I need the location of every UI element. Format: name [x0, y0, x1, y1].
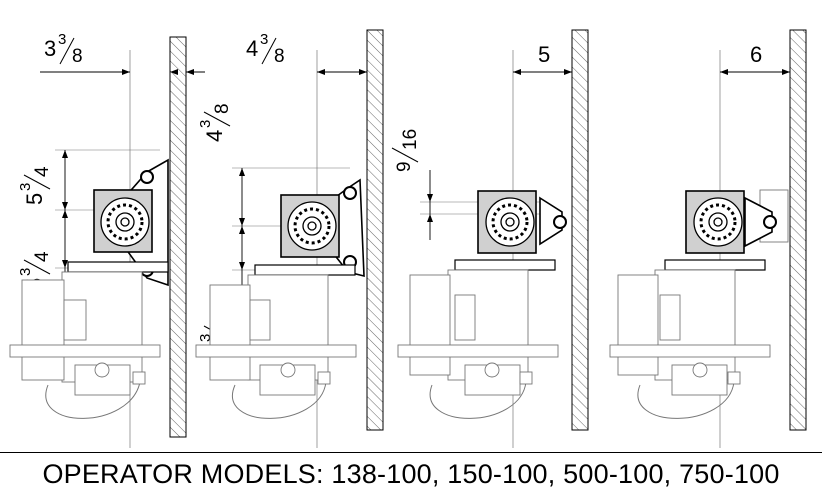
operator-mounting-diagram: 3 3 8 5 3 4 5 3 4 — [9, 29, 807, 448]
dim-numerator: 3 — [58, 31, 66, 48]
dim-denominator: 8 — [274, 46, 285, 67]
dim-denominator: 4 — [32, 166, 53, 177]
mounting-bracket — [744, 196, 773, 248]
dim-wall-offset: 5 — [538, 42, 550, 67]
wall — [789, 29, 807, 431]
mounting-bracket — [539, 196, 563, 246]
dim-whole: 3 — [44, 36, 56, 61]
dim-whole: 5 — [22, 193, 47, 205]
dim-denominator: 8 — [212, 103, 233, 114]
dim-numerator: 3 — [197, 334, 214, 342]
dim-numerator: 3 — [17, 268, 34, 276]
wall — [571, 29, 589, 431]
wall — [366, 29, 384, 431]
figure-1: 3 3 8 5 3 4 5 3 4 — [9, 31, 205, 448]
dim-denominator: 16 — [400, 129, 421, 150]
dim-denominator: 4 — [32, 251, 53, 262]
dim-height-upper: 5 3 4 — [17, 166, 53, 205]
figure-2: 4 3 8 4 3 8 4 3 8 — [195, 29, 384, 448]
caption-bar: OPERATOR MODELS: 138-100, 150-100, 500-1… — [0, 452, 822, 496]
dim-numerator: 3 — [197, 120, 214, 128]
dim-height-upper: 9 16 — [391, 129, 421, 172]
dim-numerator: 3 — [17, 183, 34, 191]
dim-whole: 4 — [246, 36, 258, 61]
operator-models-caption: OPERATOR MODELS: 138-100, 150-100, 500-1… — [42, 459, 780, 489]
dim-wall-offset: 3 3 8 — [44, 31, 83, 67]
wall — [169, 36, 187, 438]
dim-numerator: 9 — [394, 161, 415, 172]
dim-wall-offset: 4 3 8 — [246, 31, 285, 67]
figure-4: 6 — [609, 29, 807, 448]
dim-whole: 4 — [202, 130, 227, 142]
dim-denominator: 8 — [72, 46, 83, 67]
figure-3: 5 9 16 — [391, 29, 589, 448]
dim-height-upper: 4 3 8 — [197, 103, 233, 142]
dim-numerator: 3 — [260, 31, 268, 48]
dim-wall-offset: 6 — [750, 42, 762, 67]
